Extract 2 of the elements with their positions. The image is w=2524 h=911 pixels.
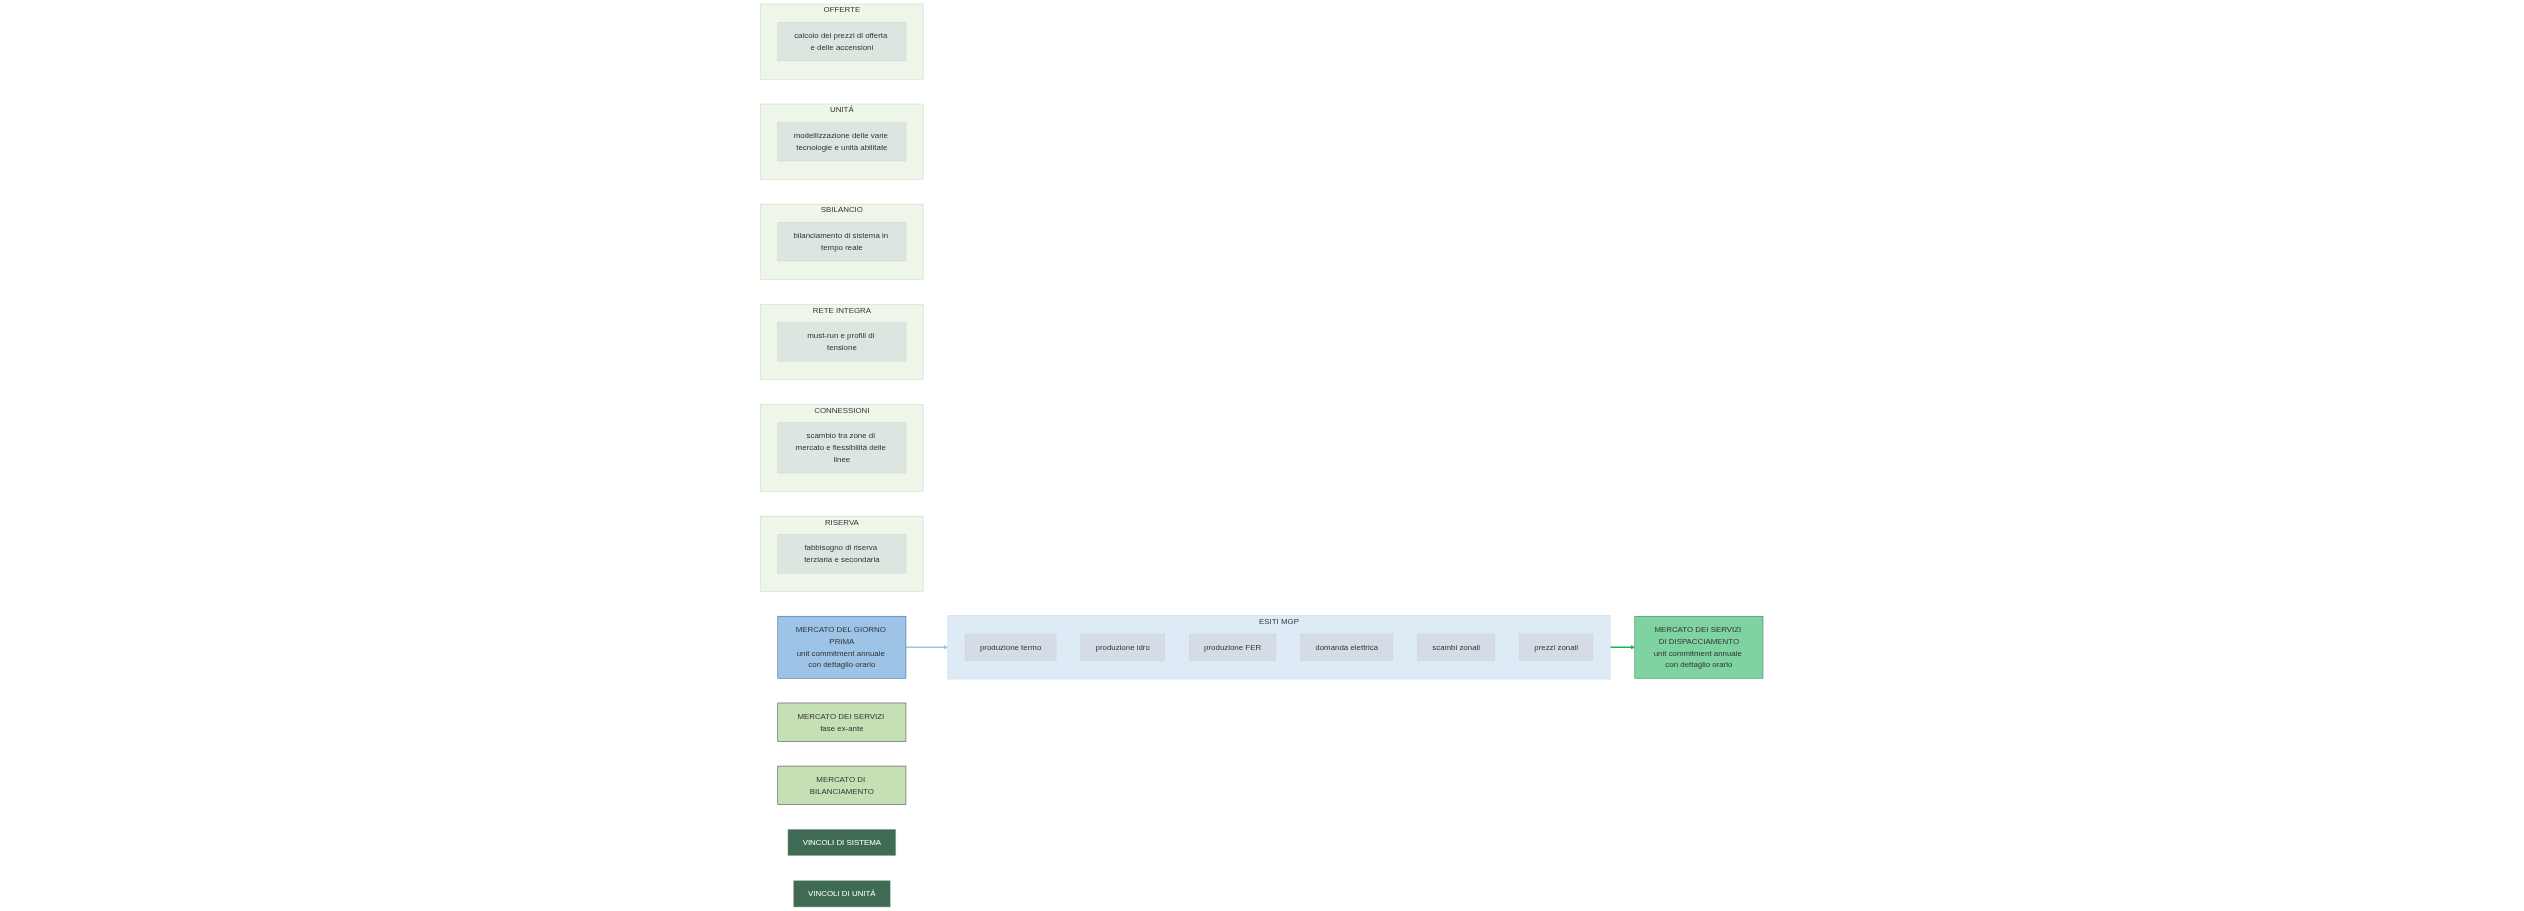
arrow <box>905 645 949 650</box>
arrow <box>1609 645 1636 650</box>
